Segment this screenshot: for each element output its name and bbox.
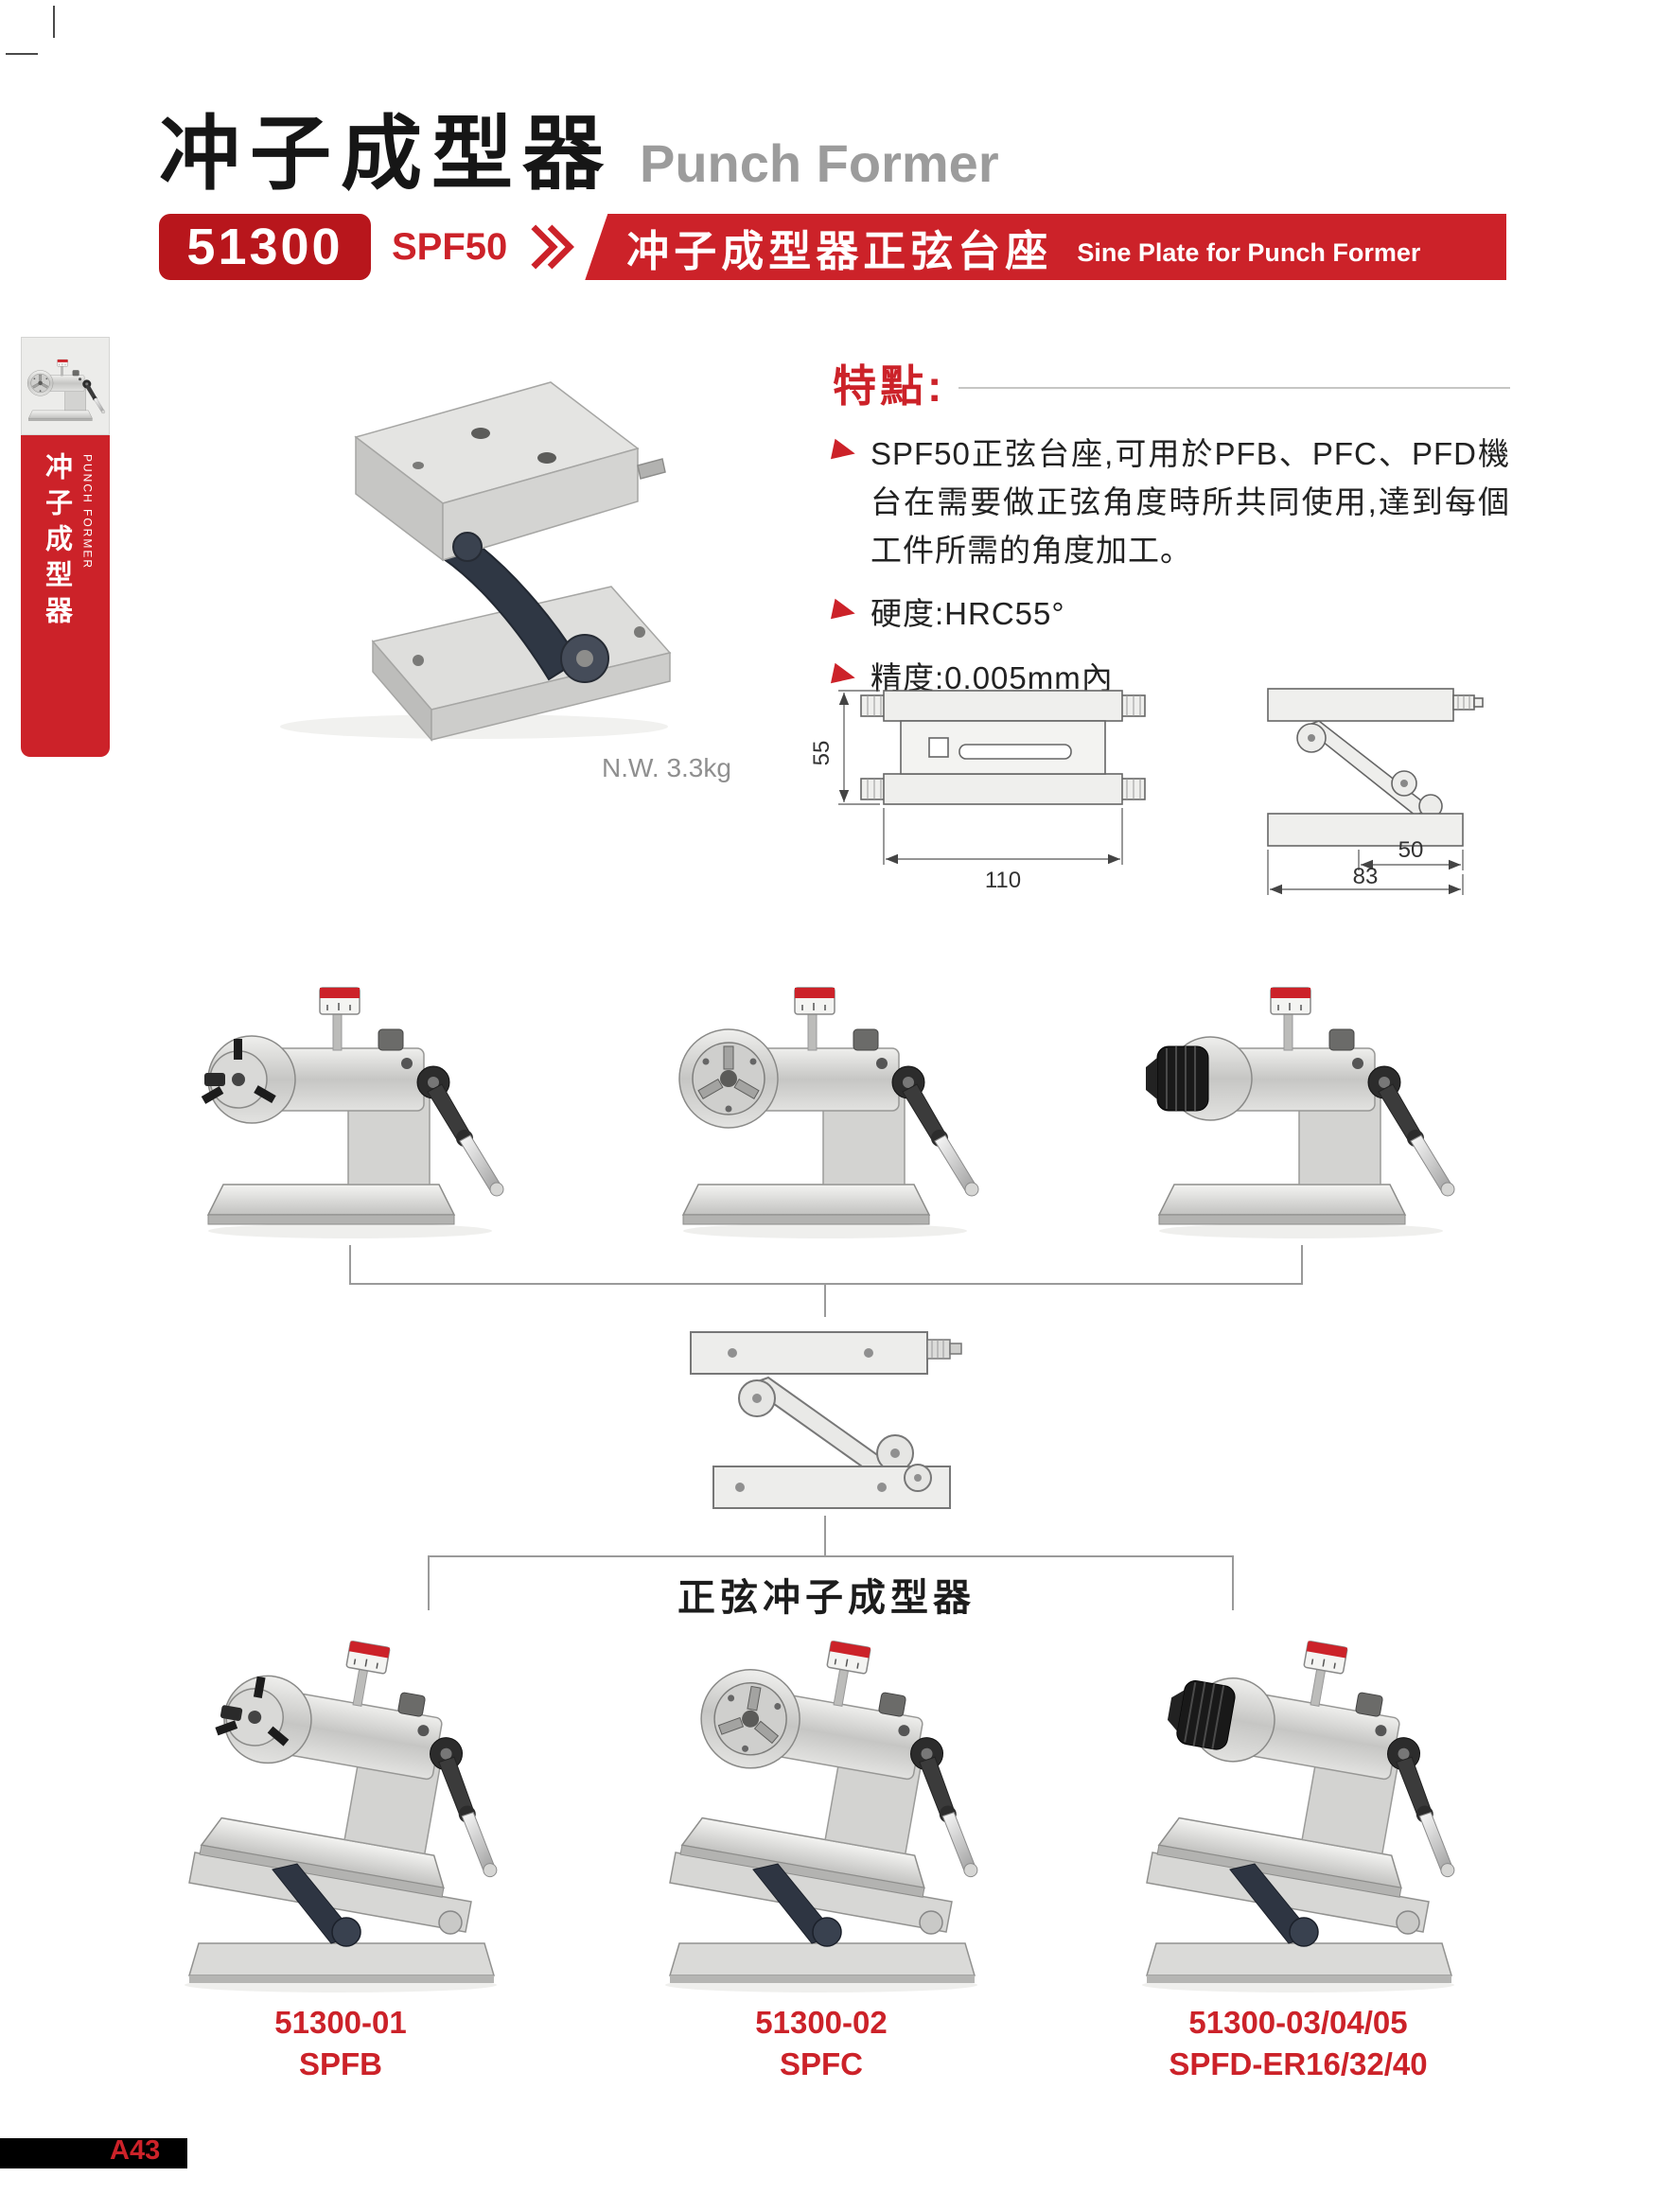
page-header: 冲子成型器 Punch Former xyxy=(159,87,999,205)
product-photo-spfb xyxy=(189,948,511,1241)
side-tab-label-zh: 冲子成型器 xyxy=(41,452,72,632)
dim-height-label: 55 xyxy=(809,741,835,766)
product-photo-spfc xyxy=(664,948,986,1241)
sine-plate-photo xyxy=(233,346,687,753)
front-view-drawing: 55 110 xyxy=(800,670,1198,911)
model-code: SPF50 xyxy=(392,225,508,268)
connector-line xyxy=(1301,1245,1303,1283)
feature-item: SPF50正弦台座,可用於PFB、PFC、PFD機台在需要做正弦角度時所共同使用… xyxy=(830,430,1510,574)
connector-line xyxy=(824,1516,826,1555)
features-heading-row: 特點: xyxy=(833,352,1510,414)
bullet-triangle-icon xyxy=(830,438,858,465)
divider xyxy=(958,387,1510,389)
product-code-badge: 51300 xyxy=(159,214,371,280)
banner-bar: 冲子成型器正弦台座 Sine Plate for Punch Former xyxy=(585,214,1506,280)
product-photo-spfb-on-sine-plate xyxy=(170,1614,511,1993)
model-caption: 51300-01 SPFB xyxy=(151,2002,530,2084)
dim-total-label: 83 xyxy=(1353,864,1379,889)
connector-line xyxy=(1232,1555,1234,1610)
banner-title-zh: 冲子成型器正弦台座 xyxy=(626,226,1053,275)
model-code-text: 51300-03/04/05 xyxy=(1188,2005,1408,2040)
feature-text: 硬度:HRC55° xyxy=(870,596,1065,632)
double-chevron-icon xyxy=(531,224,575,270)
banner-title-en: Sine Plate for Punch Former xyxy=(1077,237,1421,267)
model-name-text: SPFC xyxy=(779,2045,863,2081)
page-number: A43 xyxy=(110,2135,161,2166)
connector-line xyxy=(349,1245,351,1283)
feature-text: SPF50正弦台座,可用於PFB、PFC、PFD機台在需要做正弦角度時所共同使用… xyxy=(870,436,1510,569)
connector-line xyxy=(428,1555,1234,1557)
page-title-en: Punch Former xyxy=(640,133,999,193)
connector-line xyxy=(428,1555,430,1610)
feature-item: 硬度:HRC55° xyxy=(830,589,1510,638)
sine-plate-diagram xyxy=(674,1317,986,1516)
dim-width-label: 110 xyxy=(985,868,1021,893)
group-label: 正弦冲子成型器 xyxy=(677,1577,976,1619)
crop-mark xyxy=(6,53,38,55)
connector-line xyxy=(349,1283,1303,1285)
product-photo-spfd-on-sine-plate xyxy=(1128,1614,1468,1993)
side-tab-strip: 冲子成型器 PUNCH FORMER xyxy=(21,435,110,757)
model-caption: 51300-02 SPFC xyxy=(632,2002,1011,2084)
net-weight: N.W. 3.3kg xyxy=(602,753,731,782)
feature-item: 精度:0.005mm內 xyxy=(830,654,1510,702)
product-photo-spfc-on-sine-plate xyxy=(651,1614,992,1993)
product-banner: 51300 SPF50 冲子成型器正弦台座 Sine Plate for Pun… xyxy=(159,214,1506,280)
connector-line xyxy=(824,1283,826,1317)
page-title-zh: 冲子成型器 xyxy=(159,109,613,200)
bullet-triangle-icon xyxy=(830,599,858,624)
dim-inner-label: 50 xyxy=(1398,837,1424,863)
crop-mark xyxy=(53,6,55,38)
model-code-text: 51300-02 xyxy=(755,2005,888,2040)
punch-former-thumb-image xyxy=(24,349,107,423)
model-name-text: SPFD-ER16/32/40 xyxy=(1169,2045,1428,2081)
product-photo-spfd xyxy=(1140,948,1462,1241)
model-code-text: 51300-01 xyxy=(274,2005,407,2040)
side-tab-thumbnail xyxy=(21,337,110,435)
features-heading: 特點: xyxy=(833,361,946,411)
feature-text: 精度:0.005mm內 xyxy=(870,659,1114,695)
side-view-drawing: 50 83 xyxy=(1236,670,1520,911)
page-number-bar: A43 xyxy=(0,2135,187,2168)
side-tab: 冲子成型器 PUNCH FORMER xyxy=(21,337,110,757)
side-tab-label-en: PUNCH FORMER xyxy=(80,454,95,570)
model-caption: 51300-03/04/05 SPFD-ER16/32/40 xyxy=(1109,2002,1487,2084)
features-section: 特點: SPF50正弦台座,可用於PFB、PFC、PFD機台在需要做正弦角度時所… xyxy=(830,352,1510,702)
model-name-text: SPFB xyxy=(298,2045,382,2081)
